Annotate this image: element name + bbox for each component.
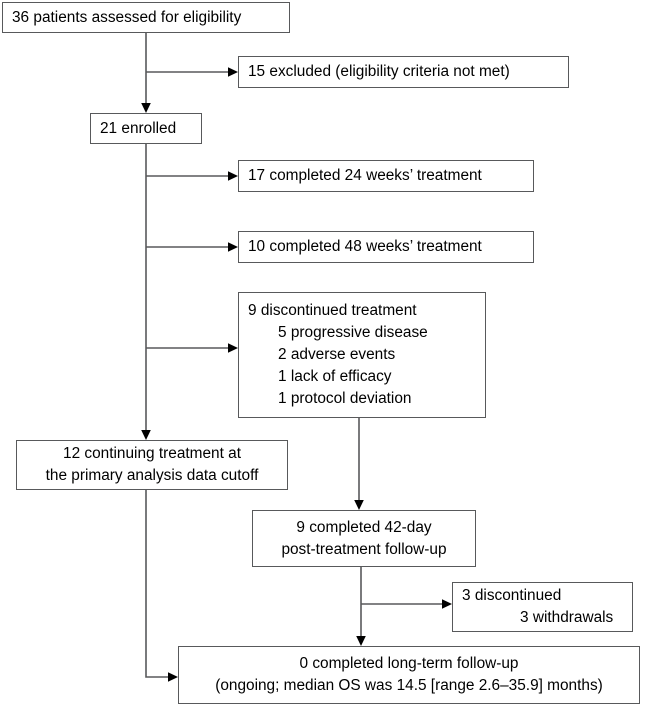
discontinued-reason-protocol-deviation: 1 protocol deviation [278,389,412,407]
discontinued-treatment-header: 9 discontinued treatment [248,302,417,320]
excluded-box: 15 excluded (eligibility criteria not me… [238,56,569,88]
discontinued-withdrawals-box: 3 discontinued 3 withdrawals [452,582,633,632]
continuing-treatment-box: 12 continuing treatment at the primary a… [16,440,288,490]
completed-24-weeks-box: 17 completed 24 weeks’ treatment [238,160,534,192]
arrowhead-continuing [141,430,151,440]
followup42-line-1: 9 completed 42-day [296,518,432,536]
arrowhead-withdrawals [442,599,452,609]
followup42-line-2: post-treatment follow-up [281,540,447,558]
arrowhead-longterm-left [168,672,178,682]
completed-24-weeks-text: 17 completed 24 weeks’ treatment [248,167,482,185]
longterm-line-1: 0 completed long-term follow-up [299,655,519,673]
arrowhead-followup42 [354,500,364,510]
arrowhead-completed24 [228,171,238,181]
longterm-line-2: (ongoing; median OS was 14.5 [range 2.6–… [215,677,603,694]
assessed-for-eligibility-text: 36 patients assessed for eligibility [12,8,242,26]
arrowhead-discontinued [228,343,238,353]
withdrawals-line-2: 3 withdrawals [520,609,614,626]
continuing-treatment-line-1: 12 continuing treatment at [63,445,241,463]
arrowhead-enrolled [141,103,151,113]
discontinued-reason-progressive-disease: 5 progressive disease [278,324,428,342]
excluded-text: 15 excluded (eligibility criteria not me… [248,63,510,81]
long-term-followup-box: 0 completed long-term follow-up (ongoing… [178,646,640,704]
arrowhead-longterm-top [356,636,366,646]
discontinued-reason-lack-of-efficacy: 1 lack of efficacy [278,367,392,385]
withdrawals-line-1: 3 discontinued [462,587,562,605]
discontinued-treatment-box: 9 discontinued treatment 5 progressive d… [238,292,486,418]
continuing-treatment-line-2: the primary analysis data cutoff [45,467,259,484]
arrowhead-excluded [228,67,238,77]
enrolled-text: 21 enrolled [100,119,177,137]
connector-continuing-to-longterm [145,490,170,678]
assessed-for-eligibility-box: 36 patients assessed for eligibility [2,2,290,33]
completed-48-weeks-text: 10 completed 48 weeks’ treatment [248,238,482,256]
completed-42-day-followup-box: 9 completed 42-day post-treatment follow… [252,510,476,567]
discontinued-reason-adverse-events: 2 adverse events [278,346,396,364]
arrowhead-completed48 [228,242,238,252]
completed-48-weeks-box: 10 completed 48 weeks’ treatment [238,231,534,263]
enrolled-box: 21 enrolled [90,113,202,144]
